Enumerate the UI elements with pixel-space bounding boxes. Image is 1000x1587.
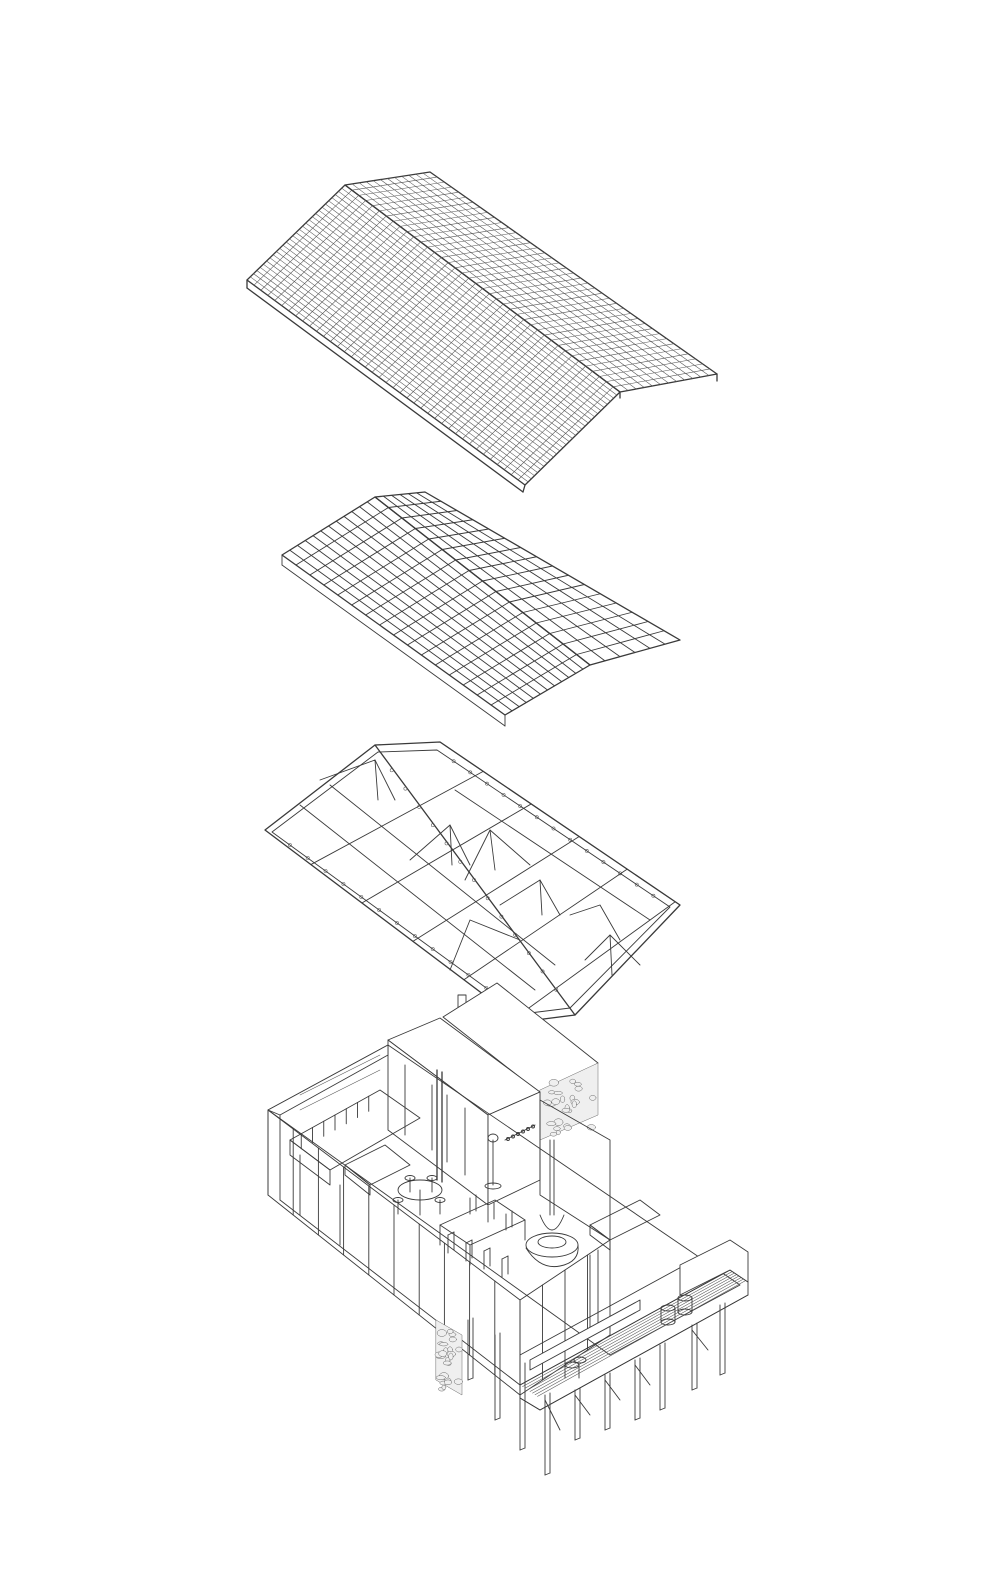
roof-cladding-layer: [246, 171, 718, 493]
roof-battens-layer: [281, 491, 681, 727]
cabin-volume-layer: [267, 982, 749, 1476]
roof-trusses-layer: [264, 741, 681, 1023]
